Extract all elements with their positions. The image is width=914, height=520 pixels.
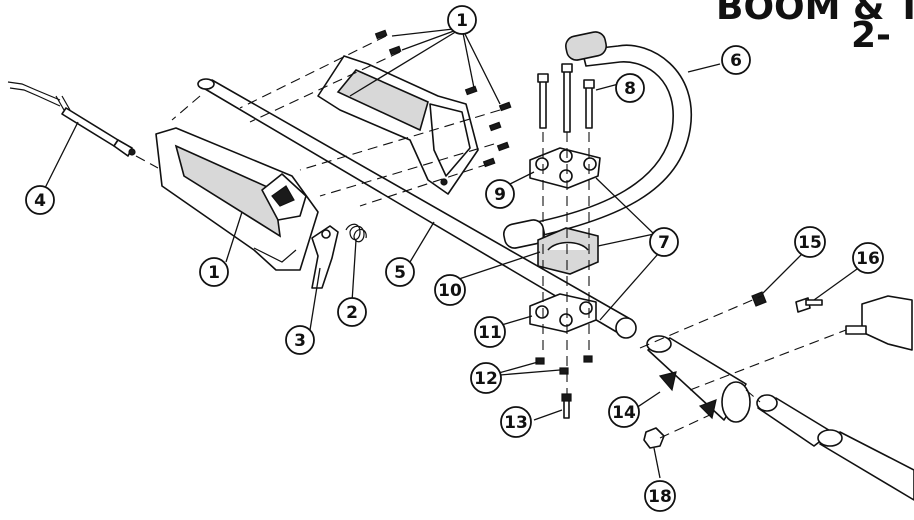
callout-marker: 1 <box>447 5 477 35</box>
upper-clamp-part <box>529 147 601 189</box>
callout-marker: 7 <box>649 227 679 257</box>
callout-marker: 16 <box>852 242 884 274</box>
callout-circle <box>644 480 676 512</box>
callout-label: 15 <box>798 233 822 253</box>
callout-marker: 10 <box>434 274 466 306</box>
clamp-long-screws <box>537 63 595 133</box>
knob-part <box>845 295 913 351</box>
callout-label: 10 <box>438 281 462 301</box>
callout-label: 4 <box>34 191 46 211</box>
throttle-cable-part <box>7 81 159 169</box>
callout-label: 8 <box>624 79 636 99</box>
callout-label: 2 <box>346 303 358 323</box>
hex-nut-part <box>643 427 665 449</box>
callout-label: 13 <box>504 413 528 433</box>
callout-label: 6 <box>730 51 742 71</box>
handle-cover-part <box>317 55 479 195</box>
callout-marker: 5 <box>385 257 415 287</box>
diagram-title-line-2: 2- <box>851 15 891 56</box>
callout-label: 1 <box>456 11 468 31</box>
callout-circle <box>608 396 640 428</box>
trigger-part <box>311 225 339 289</box>
callout-marker: 4 <box>25 185 55 215</box>
assembly-guide-lines <box>239 35 847 439</box>
coupler-part <box>646 335 751 423</box>
clamp-nuts-and-bolt <box>535 355 593 419</box>
callout-label: 3 <box>294 331 306 351</box>
callout-circle <box>474 316 506 348</box>
callout-circle <box>485 179 515 209</box>
callout-marker: 9 <box>485 179 515 209</box>
callout-marker: 18 <box>644 480 676 512</box>
callout-marker: 6 <box>721 45 751 75</box>
callout-marker: 15 <box>794 226 826 258</box>
callout-label: 14 <box>612 403 636 423</box>
callout-marker: 3 <box>285 325 315 355</box>
callout-label: 11 <box>478 323 502 343</box>
callout-marker: 11 <box>474 316 506 348</box>
trigger-housing-part <box>155 127 319 271</box>
callout-circle <box>199 257 229 287</box>
coupler-screws <box>751 291 823 313</box>
callout-circle <box>500 406 532 438</box>
callout-marker: 1 <box>199 257 229 287</box>
callout-label: 18 <box>648 487 672 507</box>
callout-circle <box>337 297 367 327</box>
callout-marker: 14 <box>608 396 640 428</box>
callout-circle <box>470 362 502 394</box>
callout-circle <box>447 5 477 35</box>
callout-label: 7 <box>658 233 670 253</box>
callout-circle <box>25 185 55 215</box>
callout-circle <box>721 45 751 75</box>
callout-circle <box>385 257 415 287</box>
lower-clamp-part <box>529 293 597 333</box>
loop-handle-part <box>503 31 693 249</box>
callout-circle <box>852 242 884 274</box>
lower-boom-part <box>756 394 914 501</box>
callout-marker: 8 <box>615 73 645 103</box>
diagram-title-line-1: BOOM & T <box>716 0 914 28</box>
callout-circle <box>615 73 645 103</box>
callout-circle <box>649 227 679 257</box>
callout-label: 12 <box>474 369 498 389</box>
callout-label: 1 <box>208 263 220 283</box>
callout-circle <box>794 226 826 258</box>
callout-marker: 12 <box>470 362 502 394</box>
middle-clamp-part <box>537 227 599 275</box>
callout-label: 16 <box>856 249 880 269</box>
callout-marker: 13 <box>500 406 532 438</box>
trigger-spring-part <box>345 223 367 243</box>
callout-circle <box>285 325 315 355</box>
callout-circle <box>434 274 466 306</box>
boom-tube-part <box>171 78 637 339</box>
callout-label: 9 <box>494 185 506 205</box>
callout-label: 5 <box>394 263 406 283</box>
callout-marker: 2 <box>337 297 367 327</box>
